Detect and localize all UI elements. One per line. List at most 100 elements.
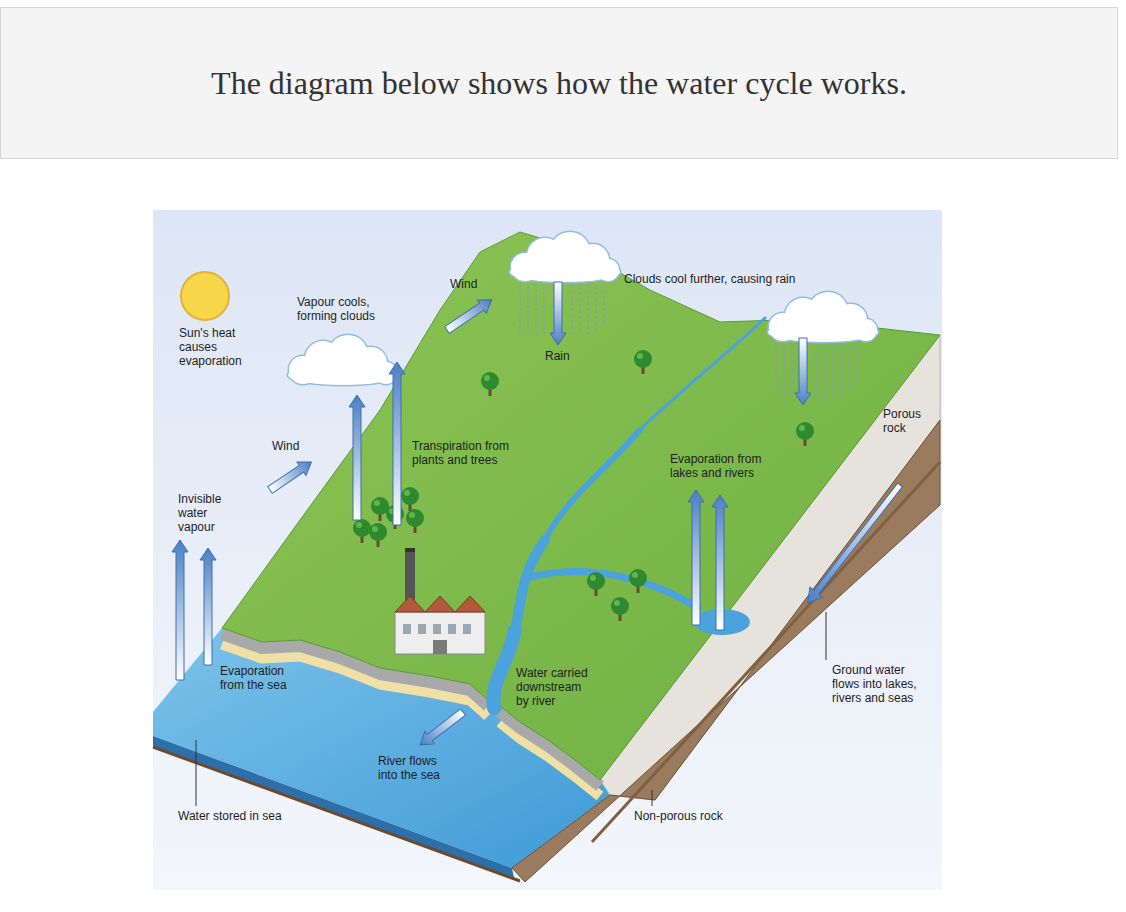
rain-streaks bbox=[587, 284, 588, 336]
cloud bbox=[510, 262, 620, 282]
wind-arrow bbox=[266, 455, 316, 496]
label-text: Non-porous rock bbox=[634, 810, 764, 824]
vertical-arrows bbox=[200, 548, 216, 665]
trees bbox=[614, 600, 620, 606]
river bbox=[545, 430, 640, 540]
trees bbox=[629, 569, 647, 587]
cloud bbox=[510, 262, 620, 282]
title-panel: The diagram below shows how the water cy… bbox=[0, 7, 1118, 159]
trees bbox=[406, 509, 424, 533]
cloud bbox=[768, 292, 878, 342]
trees bbox=[371, 497, 389, 521]
trees bbox=[409, 512, 415, 518]
sky-background bbox=[153, 210, 942, 890]
factory bbox=[395, 612, 485, 654]
vertical-arrows bbox=[688, 490, 704, 625]
rain-streaks bbox=[831, 346, 832, 396]
river bbox=[493, 630, 515, 708]
trees bbox=[629, 569, 647, 593]
factory bbox=[403, 624, 411, 634]
trees bbox=[372, 526, 378, 532]
rain-streaks bbox=[847, 346, 848, 392]
cloud bbox=[288, 335, 398, 385]
rain-streaks bbox=[775, 344, 776, 398]
river bbox=[493, 318, 765, 708]
trees bbox=[369, 523, 387, 541]
leader-lines bbox=[196, 612, 826, 806]
rain-streaks bbox=[791, 344, 792, 396]
label-text: Invisible water vapour bbox=[178, 493, 232, 534]
rain-streaks bbox=[603, 284, 604, 326]
wind-arrow bbox=[443, 293, 497, 336]
river-flow-arrow bbox=[415, 706, 468, 752]
rain-streaks bbox=[520, 284, 856, 404]
cloud bbox=[288, 365, 398, 385]
vertical-arrows bbox=[172, 282, 811, 680]
trees bbox=[401, 487, 419, 511]
label-text: Vapour cools, forming clouds bbox=[297, 296, 387, 324]
trees bbox=[637, 353, 643, 359]
vertical-arrows bbox=[795, 338, 811, 405]
trees bbox=[406, 509, 424, 527]
trees bbox=[481, 372, 499, 390]
river-flow-arrow bbox=[415, 706, 468, 752]
factory bbox=[448, 624, 456, 634]
trees bbox=[611, 597, 629, 615]
factory bbox=[425, 596, 455, 612]
factory bbox=[395, 596, 425, 612]
cloud bbox=[768, 322, 878, 342]
leader-lines bbox=[826, 612, 827, 660]
trees bbox=[799, 425, 805, 431]
vertical-arrows bbox=[712, 495, 728, 630]
trees bbox=[353, 350, 814, 621]
trees bbox=[484, 375, 490, 381]
trees bbox=[353, 519, 371, 543]
trees bbox=[634, 350, 652, 374]
leader-lines bbox=[652, 790, 653, 806]
label-text: Ground water flows into lakes, rivers an… bbox=[832, 664, 934, 705]
rain-streaks bbox=[535, 284, 536, 336]
trees bbox=[356, 522, 362, 528]
cloud bbox=[510, 232, 620, 282]
river bbox=[640, 318, 765, 430]
land-surface bbox=[222, 232, 940, 780]
factory bbox=[463, 624, 471, 634]
wind-arrow bbox=[443, 293, 497, 336]
ground-water-arrow bbox=[801, 480, 906, 608]
diagram-title: The diagram below shows how the water cy… bbox=[211, 65, 907, 102]
cloud bbox=[768, 292, 878, 342]
factory bbox=[433, 624, 441, 634]
cloud bbox=[288, 335, 398, 385]
factory bbox=[433, 640, 447, 654]
rain-streaks bbox=[783, 346, 784, 402]
label-text: Water stored in sea bbox=[178, 810, 328, 824]
cloud bbox=[288, 365, 398, 385]
rain-streaks bbox=[519, 284, 520, 334]
trees bbox=[611, 597, 629, 621]
base-edge bbox=[153, 747, 520, 881]
rain-streaks bbox=[543, 286, 544, 332]
trees bbox=[634, 350, 652, 368]
cloud bbox=[510, 232, 620, 282]
vertical-arrows bbox=[550, 282, 566, 345]
sun bbox=[181, 272, 229, 320]
rain-streaks bbox=[855, 344, 856, 388]
trees bbox=[632, 572, 638, 578]
trees bbox=[369, 523, 387, 547]
river bbox=[515, 540, 545, 630]
ground-water-arrow bbox=[801, 480, 906, 608]
trees bbox=[374, 500, 380, 506]
label-text: Rain bbox=[545, 350, 585, 364]
vertical-arrows bbox=[349, 395, 365, 520]
rain-streaks bbox=[579, 286, 580, 330]
rain-streaks bbox=[527, 286, 528, 330]
label-text: Wind bbox=[450, 278, 510, 292]
factory bbox=[455, 596, 485, 612]
leader-lines bbox=[196, 740, 197, 806]
trees bbox=[353, 519, 371, 537]
wind-arrow bbox=[266, 455, 316, 496]
trees bbox=[401, 487, 419, 505]
cloud bbox=[768, 322, 878, 342]
vertical-arrows bbox=[172, 540, 188, 680]
factory bbox=[405, 548, 415, 552]
